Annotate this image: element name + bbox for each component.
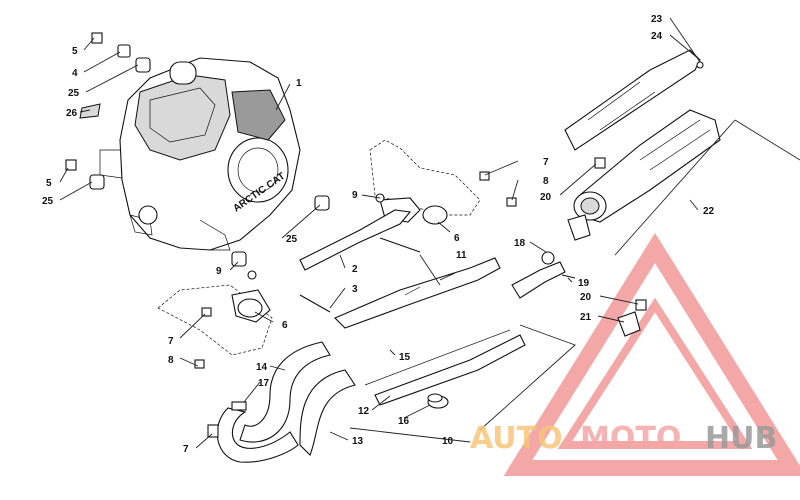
callout-6-lower: 6 — [282, 320, 288, 331]
bolt-3-upper — [379, 237, 421, 253]
group-line-10-base — [349, 427, 471, 443]
callout-7-upper: 7 — [543, 157, 549, 168]
callout-5-top: 5 — [72, 46, 78, 57]
heat-shield-12 — [374, 334, 526, 406]
callout-10: 10 — [442, 436, 454, 447]
callout-4: 4 — [72, 68, 78, 79]
bolt-7-lower — [201, 307, 212, 317]
callout-1: 1 — [296, 78, 302, 89]
grommet-20-lower — [635, 299, 647, 311]
engine-hardware — [65, 32, 330, 267]
watermark-hub: HUB — [705, 421, 777, 456]
group-line-22-left — [614, 119, 736, 256]
callout-8-lower: 8 — [168, 355, 174, 366]
watermark-triangle — [503, 232, 800, 476]
callout-14: 14 — [256, 362, 268, 373]
grommet-25-top — [135, 57, 151, 73]
muffler-assembly — [564, 49, 721, 241]
grommet-25-bottom — [231, 251, 247, 267]
callout-15: 15 — [399, 352, 411, 363]
engine-assembly: ARCTIC CAT — [99, 57, 301, 251]
callout-numbers: 5 4 25 26 5 25 1 25 9 2 3 6 7 8 9 7 8 6 … — [42, 14, 715, 455]
gasket-18 — [541, 251, 555, 265]
heat-shield-11-ribs — [404, 272, 456, 296]
grommet-20-top — [594, 157, 606, 169]
callout-9-upper: 9 — [352, 190, 358, 201]
callout-7-lower: 7 — [168, 336, 174, 347]
bracket-21 — [617, 311, 641, 337]
screw-23 — [696, 61, 704, 69]
callout-22: 22 — [703, 206, 715, 217]
head-pipe-14 — [239, 341, 331, 443]
heat-shield-11 — [334, 257, 501, 329]
callout-18: 18 — [514, 238, 526, 249]
callout-17: 17 — [258, 378, 270, 389]
decal-26 — [79, 103, 101, 119]
bolt-5-lower — [65, 159, 77, 171]
leader-lines — [59, 17, 701, 449]
lower-bracket-assembly — [157, 270, 331, 369]
bolt-5-top — [91, 32, 103, 44]
bushing-4 — [117, 44, 131, 58]
callout-21: 21 — [580, 312, 592, 323]
spring-19 — [561, 274, 576, 279]
callout-12: 12 — [358, 406, 370, 417]
head-pipe-13 — [299, 369, 356, 456]
upper-bracket-assembly — [299, 139, 517, 271]
bolt-8-lower — [194, 359, 205, 369]
callout-19: 19 — [578, 278, 590, 289]
callout-5-lower: 5 — [46, 178, 52, 189]
group-line-22-top — [734, 119, 800, 161]
callout-20-lower: 20 — [580, 292, 592, 303]
callout-7-lowest: 7 — [183, 444, 189, 455]
callout-25-top: 25 — [68, 88, 80, 99]
callout-23: 23 — [651, 14, 663, 25]
callout-16: 16 — [398, 416, 410, 427]
bolt-8-upper — [506, 197, 517, 207]
flex-joint — [511, 261, 566, 299]
callout-25-lower: 25 — [42, 196, 54, 207]
group-line-10 — [479, 324, 576, 431]
watermark-text: AUTO MOTO HUB — [470, 421, 777, 456]
pipe-15 — [364, 329, 511, 386]
watermark-moto: MOTO — [580, 421, 681, 456]
bracket-17 — [231, 401, 247, 411]
bolt-7-lowest — [207, 424, 219, 438]
callout-20-upper: 20 — [540, 192, 552, 203]
callout-2: 2 — [352, 264, 358, 275]
watermark-auto: AUTO — [470, 421, 563, 456]
callout-13: 13 — [352, 436, 364, 447]
callout-6-upper: 6 — [454, 233, 460, 244]
oil-cap — [169, 61, 197, 85]
spark-arrestor — [567, 214, 591, 241]
callout-9-lower: 9 — [216, 266, 222, 277]
head-pipe-assembly — [207, 329, 526, 463]
callout-25-mid: 25 — [286, 234, 298, 245]
grommet-25-lower — [89, 174, 105, 190]
bracket-2 — [299, 209, 412, 271]
callout-24: 24 — [651, 31, 663, 42]
callout-26: 26 — [66, 108, 78, 119]
nut-9-lower — [247, 270, 257, 280]
callout-3: 3 — [352, 284, 358, 295]
callout-11: 11 — [456, 250, 467, 261]
bolt-3-lower — [299, 294, 331, 313]
callout-8-upper: 8 — [543, 176, 549, 187]
bolt-7-upper — [479, 171, 490, 181]
